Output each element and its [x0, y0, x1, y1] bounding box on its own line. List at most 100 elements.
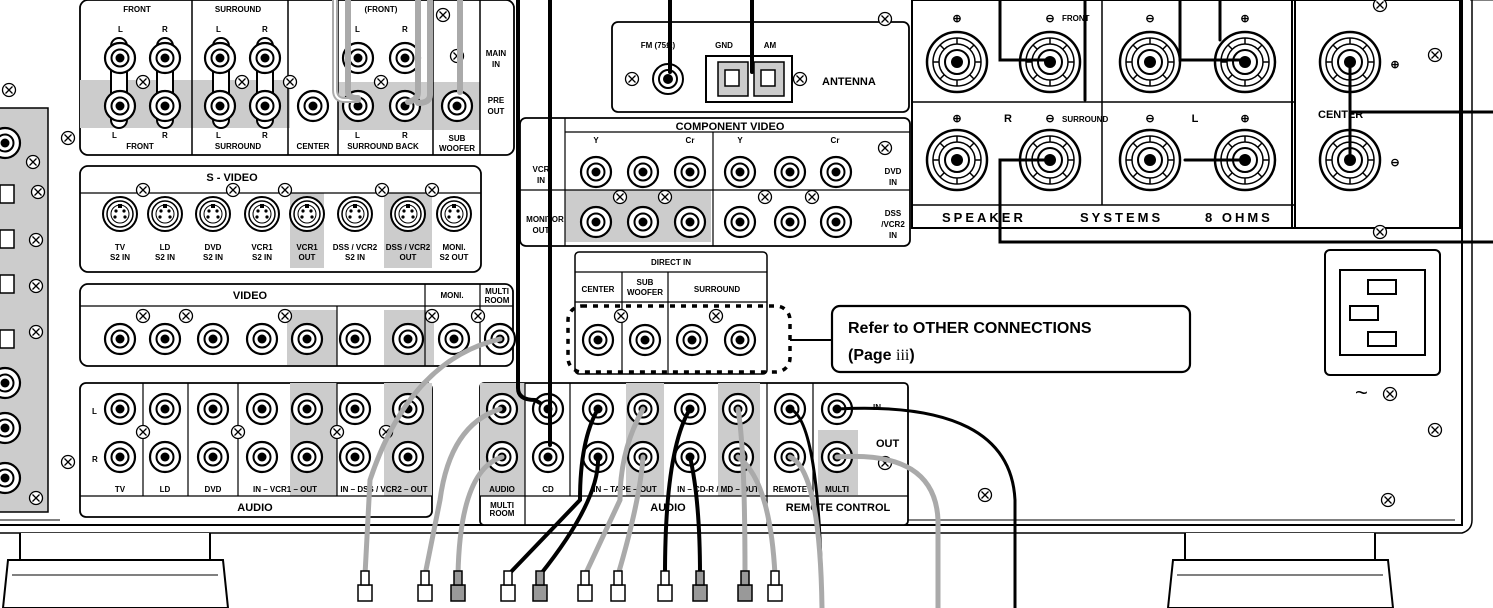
s-video-port-label: S2 IN: [345, 253, 365, 262]
label-sub: SUB: [449, 134, 466, 143]
ac-inlet: ~: [1324, 249, 1441, 405]
s-video-port-label: LD: [160, 243, 171, 252]
audio-section: L R TV LD DVD IN – VCR1 – OUT IN – DSS /…: [60, 382, 433, 518]
direct-in-center: CENTER: [582, 285, 615, 294]
label-l: L: [216, 25, 221, 34]
label-main: MAIN: [486, 49, 507, 58]
label-pre: PRE: [488, 96, 505, 105]
label-front2-top: (FRONT): [365, 5, 398, 14]
label-r: R: [162, 131, 168, 140]
s-video-port-label: DSS / VCR2: [386, 243, 431, 252]
sp-plus-2: ⊕: [1240, 13, 1249, 25]
sp-minus-3: ⊖: [1045, 113, 1054, 125]
cv-y-2: Y: [737, 136, 743, 145]
audio-multi-room-1: MULTI: [490, 501, 514, 510]
moni-label: MONI.: [440, 291, 463, 300]
antenna-section: FM (75Ω) GND AM ANTENNA: [611, 11, 910, 113]
audio-multi-audio: AUDIO: [489, 485, 515, 494]
sp-center-minus: ⊖: [1390, 157, 1399, 169]
label-r: R: [402, 25, 408, 34]
cv-monitor: MONITOR: [526, 215, 564, 224]
audio-tv-label: TV: [115, 485, 126, 494]
label-woofer: WOOFER: [439, 144, 475, 153]
label-l: L: [355, 25, 360, 34]
s-video-port-label: VCR1: [296, 243, 318, 252]
cv-dvd: DVD: [885, 167, 902, 176]
cv-dss-in: IN: [889, 231, 897, 240]
callout-line1: Refer to OTHER CONNECTIONS: [848, 320, 1092, 337]
label-front-bottom: FRONT: [126, 142, 154, 151]
cv-dss: DSS: [885, 209, 902, 218]
sp-plus-1: ⊕: [952, 13, 961, 25]
sp-minus-1: ⊖: [1045, 13, 1054, 25]
sp-minus-4: ⊖: [1145, 113, 1154, 125]
remote-out-label: OUT: [876, 438, 900, 450]
direct-in-title: DIRECT IN: [651, 258, 691, 267]
label-r: R: [262, 131, 268, 140]
audio-dvd-label: DVD: [205, 485, 222, 494]
s-video-port-label: S2 IN: [203, 253, 223, 262]
label-surround-top: SURROUND: [215, 5, 261, 14]
cv-y-1: Y: [593, 136, 599, 145]
rca-plugs: [357, 570, 783, 602]
label-front-top: FRONT: [123, 5, 151, 14]
label-surround-back: SURROUND BACK: [347, 142, 419, 151]
direct-in-sub: SUB: [637, 278, 654, 287]
s-video-port-label: DVD: [205, 243, 222, 252]
speaker-section: ⊕ ⊖ ⊖ ⊕ FRONT ⊕ R ⊖ SURROUND ⊖ L ⊕ ⊕ ⊖ C…: [911, 0, 1461, 240]
label-l: L: [118, 25, 123, 34]
multi-label: MULTI: [825, 485, 849, 494]
label-r: R: [402, 131, 408, 140]
direct-in-woofer: WOOFER: [627, 288, 663, 297]
label-l: L: [355, 131, 360, 140]
s-video-port-label: VCR1: [251, 243, 273, 252]
label-surround-bottom: SURROUND: [215, 142, 261, 151]
audio-cdr: IN – CD-R / MD – OUT: [677, 485, 759, 494]
audio-vcr1-label: IN – VCR1 – OUT: [253, 485, 317, 494]
s-video-port-label: S2 IN: [110, 253, 130, 262]
audio-tape: IN – TAPE – OUT: [593, 485, 657, 494]
component-video-section: COMPONENT VIDEO Y Cr Y Cr VCR IN MONITOR…: [519, 117, 911, 247]
s-video-port-label: OUT: [299, 253, 316, 262]
s-video-port-label: S2 IN: [155, 253, 175, 262]
ac-symbol: ~: [1355, 380, 1368, 405]
audio-multi-room-2: ROOM: [490, 509, 515, 518]
fm-label: FM (75Ω): [641, 41, 676, 50]
label-center: CENTER: [297, 142, 330, 151]
sp-center-plus: ⊕: [1390, 59, 1399, 71]
sp-r-label: R: [1004, 113, 1012, 125]
left-partial-jacks: [0, 82, 76, 513]
cv-cr-1: Cr: [686, 136, 695, 145]
audio-ld-label: LD: [160, 485, 171, 494]
audio-l: L: [92, 407, 97, 416]
s-video-port-label: TV: [115, 243, 126, 252]
gnd-label: GND: [715, 41, 733, 50]
cv-vcr2: /VCR2: [881, 220, 905, 229]
label-in: IN: [492, 60, 500, 69]
left-foot: [1, 533, 230, 608]
cables: [332, 0, 1493, 608]
audio-cd: CD: [542, 485, 554, 494]
s-video-port-label: S2 OUT: [440, 253, 469, 262]
am-label: AM: [764, 41, 777, 50]
remote-label: REMOTE: [773, 485, 808, 494]
sp-footer-3: 8 OHMS: [1205, 210, 1273, 225]
right-foot: [1166, 533, 1395, 608]
cv-monitor-out: OUT: [533, 226, 550, 235]
s-video-port-label: DSS / VCR2: [333, 243, 378, 252]
video-section: VIDEO MONI. MULTI ROOM: [79, 283, 517, 367]
cv-vcr-in: IN: [537, 176, 545, 185]
sp-plus-3: ⊕: [952, 113, 961, 125]
video-title: VIDEO: [233, 290, 268, 302]
audio-r: R: [92, 455, 98, 464]
sp-l-label: L: [1192, 113, 1199, 125]
multi-label: MULTI: [485, 287, 509, 296]
label-r: R: [162, 25, 168, 34]
antenna-label: ANTENNA: [822, 76, 876, 88]
s-video-port-label: OUT: [400, 253, 417, 262]
sp-front-label: FRONT: [1062, 14, 1090, 23]
sp-footer-2: SYSTEMS: [1080, 210, 1163, 225]
sp-surround-label: SURROUND: [1062, 115, 1108, 124]
